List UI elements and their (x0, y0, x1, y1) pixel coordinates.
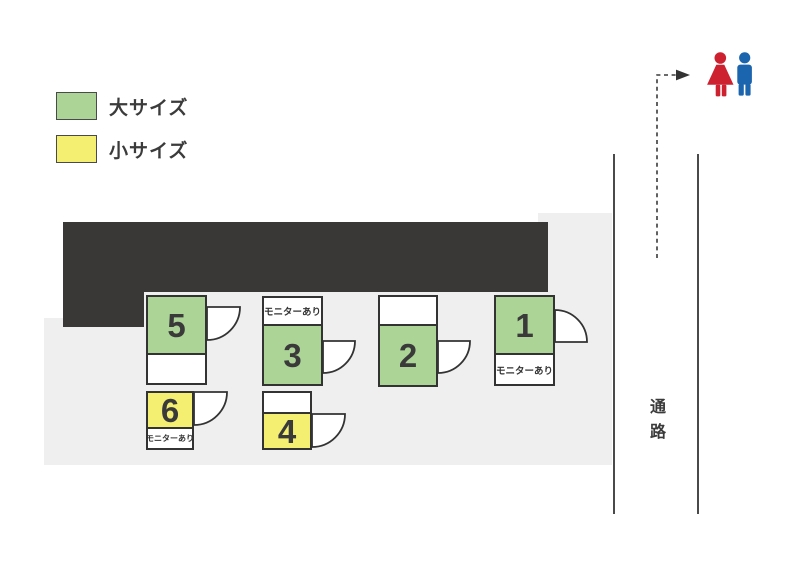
small-size-label: 小サイズ (109, 140, 189, 162)
corridor-char-1: 通 (649, 399, 666, 416)
room-1-monitor-box: モニターあり (496, 355, 553, 384)
room-4-number: 4 (277, 412, 297, 450)
room-1-number: 1 (515, 306, 534, 344)
room-1: 1 モニターあり (494, 295, 555, 386)
room-2-number: 2 (398, 337, 418, 374)
arrowhead-icon (676, 69, 690, 81)
room-4: 4 (262, 391, 312, 450)
female-icon (707, 52, 734, 97)
room-4-blank-box (264, 393, 310, 414)
room-3-area: 3 (264, 326, 321, 384)
corridor-wall-line-right (697, 154, 699, 514)
room-5-blank-box (148, 355, 205, 383)
room-6-area: 6 (148, 393, 192, 429)
room-2-area: 2 (380, 326, 436, 385)
corridor-wall-line-left (613, 154, 615, 514)
room-2-blank-box (380, 297, 436, 326)
room-3: モニターあり 3 (262, 296, 323, 386)
wall-bar (63, 222, 548, 292)
room-4-area: 4 (264, 414, 310, 448)
room-3-monitor-box: モニターあり (264, 298, 321, 326)
room-5-number: 5 (167, 306, 186, 344)
corridor-char-2: 路 (649, 424, 666, 441)
room-6-monitor-box: モニターあり (146, 429, 194, 448)
room-6: 6 モニターあり (146, 391, 194, 450)
room-3-monitor-label: モニターあり (264, 307, 322, 318)
room-5: 5 (146, 295, 207, 385)
room-3-number: 3 (283, 336, 302, 374)
large-size-swatch (56, 92, 97, 120)
legend-item-small: 小サイズ (56, 135, 188, 163)
corridor-label: 通 路 (648, 400, 668, 441)
legend-item-large: 大サイズ (56, 92, 188, 120)
floor-area-right (538, 213, 612, 292)
room-1-area: 1 (496, 297, 553, 355)
male-icon (737, 52, 752, 96)
room-6-monitor-label: モニターあり (146, 434, 194, 443)
restroom-route-dashed-line (656, 74, 676, 258)
room-2: 2 (378, 295, 438, 387)
small-size-swatch (56, 135, 97, 163)
room-5-area: 5 (148, 297, 205, 355)
large-size-label: 大サイズ (109, 97, 189, 119)
room-6-number: 6 (160, 391, 180, 429)
room-1-monitor-label: モニターあり (496, 365, 554, 377)
